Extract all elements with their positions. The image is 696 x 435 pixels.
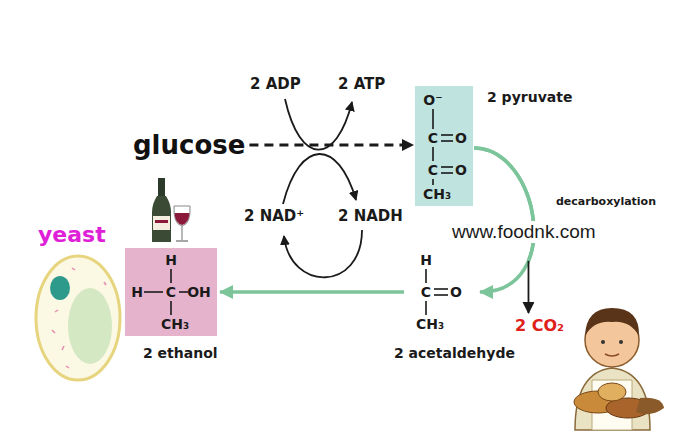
atom-symbol: C	[428, 163, 438, 177]
connector	[249, 145, 413, 146]
start-label: glucose	[133, 130, 245, 160]
atom-symbol: O	[450, 285, 462, 299]
atom-symbol: O	[455, 163, 467, 177]
ethanol-box: 2 ethanolHHCOHCH₃	[125, 248, 217, 336]
connector-line	[474, 148, 534, 261]
chemical-bond	[170, 301, 172, 315]
cofactor-arc	[284, 230, 362, 277]
cofactor-arc	[285, 99, 352, 150]
cofactor-label: 2 NAD⁺	[244, 208, 304, 225]
chemical-bond	[432, 179, 434, 185]
atom-symbol: C	[166, 285, 176, 299]
chemical-bond	[432, 109, 434, 129]
cofactor-arc	[283, 154, 356, 204]
product-label: 2 CO₂	[515, 316, 564, 335]
compound-name: 2 acetaldehyde	[394, 346, 515, 361]
connector	[474, 148, 534, 292]
connector-line	[474, 148, 534, 292]
atom-symbol: O⁻	[423, 93, 442, 107]
acetaldehyde-group: 2 acetaldehydeHCOCH₃	[408, 248, 478, 336]
yeast-cell	[36, 256, 120, 380]
connector-line	[528, 261, 530, 313]
compound-name: 2 pyruvate	[487, 90, 572, 105]
connector-line	[249, 144, 413, 147]
atom-symbol: H	[165, 253, 177, 267]
atom-symbol: CH₃	[416, 317, 444, 331]
pyruvate-box: 2 pyruvateO⁻COCOCH₃	[415, 86, 473, 206]
chemical-bond	[170, 269, 172, 283]
cofactor-label: 2 NADH	[338, 208, 403, 225]
atom-symbol: C	[428, 131, 438, 145]
process-label: decarboxylation	[556, 196, 656, 209]
chemical-bond	[441, 134, 453, 136]
chemical-bond	[441, 166, 453, 168]
chemical-bond	[434, 288, 448, 290]
connector-line	[220, 290, 404, 294]
chemical-bond	[144, 291, 163, 293]
wine-illustration	[152, 178, 190, 242]
watermark: www.foodnk.com	[450, 221, 598, 243]
chemical-bond	[179, 291, 188, 293]
chemical-bond	[425, 301, 427, 315]
cofactor-label: 2 ADP	[250, 76, 301, 93]
baker-figure	[574, 308, 664, 430]
product-label-text: 2 CO₂	[515, 316, 564, 335]
start-label-text: glucose	[133, 130, 245, 160]
chemical-bond	[434, 294, 448, 296]
chemical-bond	[441, 172, 453, 174]
atom-symbol: CH₃	[423, 187, 451, 201]
atom-symbol: CH₃	[161, 317, 189, 331]
organism-label: yeast	[38, 222, 106, 247]
chemical-bond	[432, 147, 434, 161]
chemical-bond	[425, 269, 427, 283]
atom-symbol: H	[131, 285, 143, 299]
connector	[220, 292, 404, 293]
atom-symbol: O	[455, 131, 467, 145]
cofactor-label: 2 ATP	[338, 76, 385, 93]
chemical-bond	[441, 140, 453, 142]
atom-symbol: OH	[187, 285, 211, 299]
atom-symbol: C	[421, 285, 431, 299]
atom-symbol: H	[420, 253, 432, 267]
compound-name: 2 ethanol	[143, 346, 218, 361]
